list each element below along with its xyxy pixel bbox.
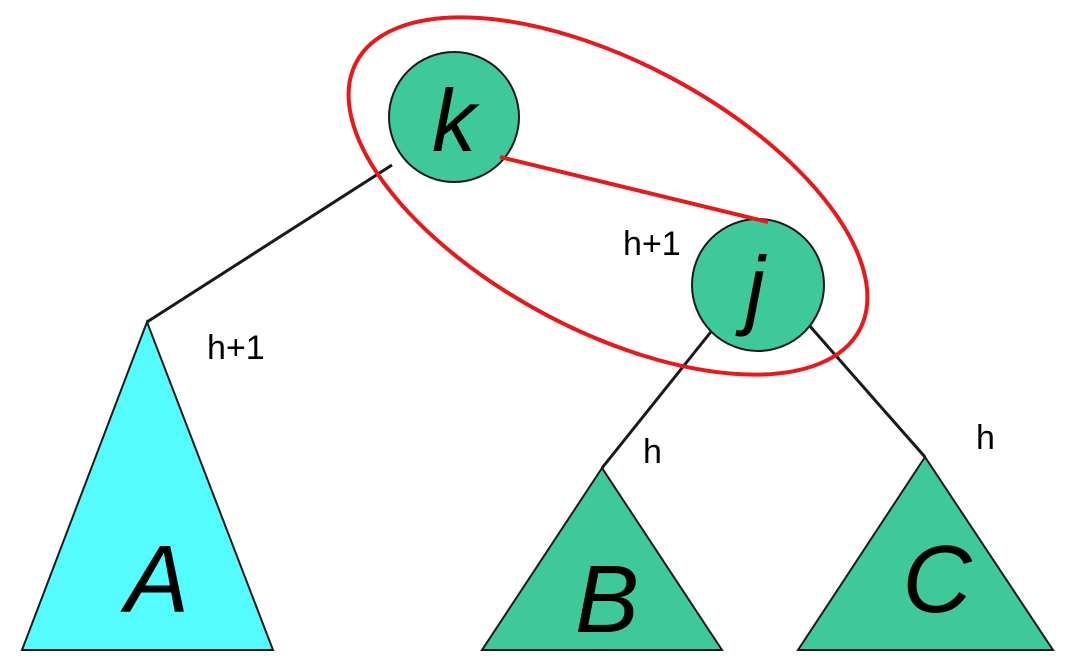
edge-j-to-c (806, 323, 927, 458)
subtree-b-triangle (480, 466, 724, 651)
subtree-a-triangle (20, 319, 275, 651)
height-label-subtree-b: h (643, 433, 662, 471)
rotation-highlight-ellipse (346, 15, 870, 377)
subtree-b-label: B (575, 546, 639, 653)
height-label-node-j: h+1 (623, 225, 681, 263)
node-k (388, 51, 520, 183)
subtree-c-label: C (902, 526, 972, 633)
edge-k-to-a (146, 163, 393, 324)
height-label-subtree-a: h+1 (207, 329, 265, 367)
subtree-c-triangle (796, 455, 1055, 651)
edge-j-to-b (600, 327, 716, 469)
subtree-a-label: A (120, 526, 189, 633)
node-k-label: k (432, 71, 480, 170)
highlighted-edge-k-to-j (499, 155, 769, 224)
height-label-subtree-c: h (976, 419, 995, 457)
